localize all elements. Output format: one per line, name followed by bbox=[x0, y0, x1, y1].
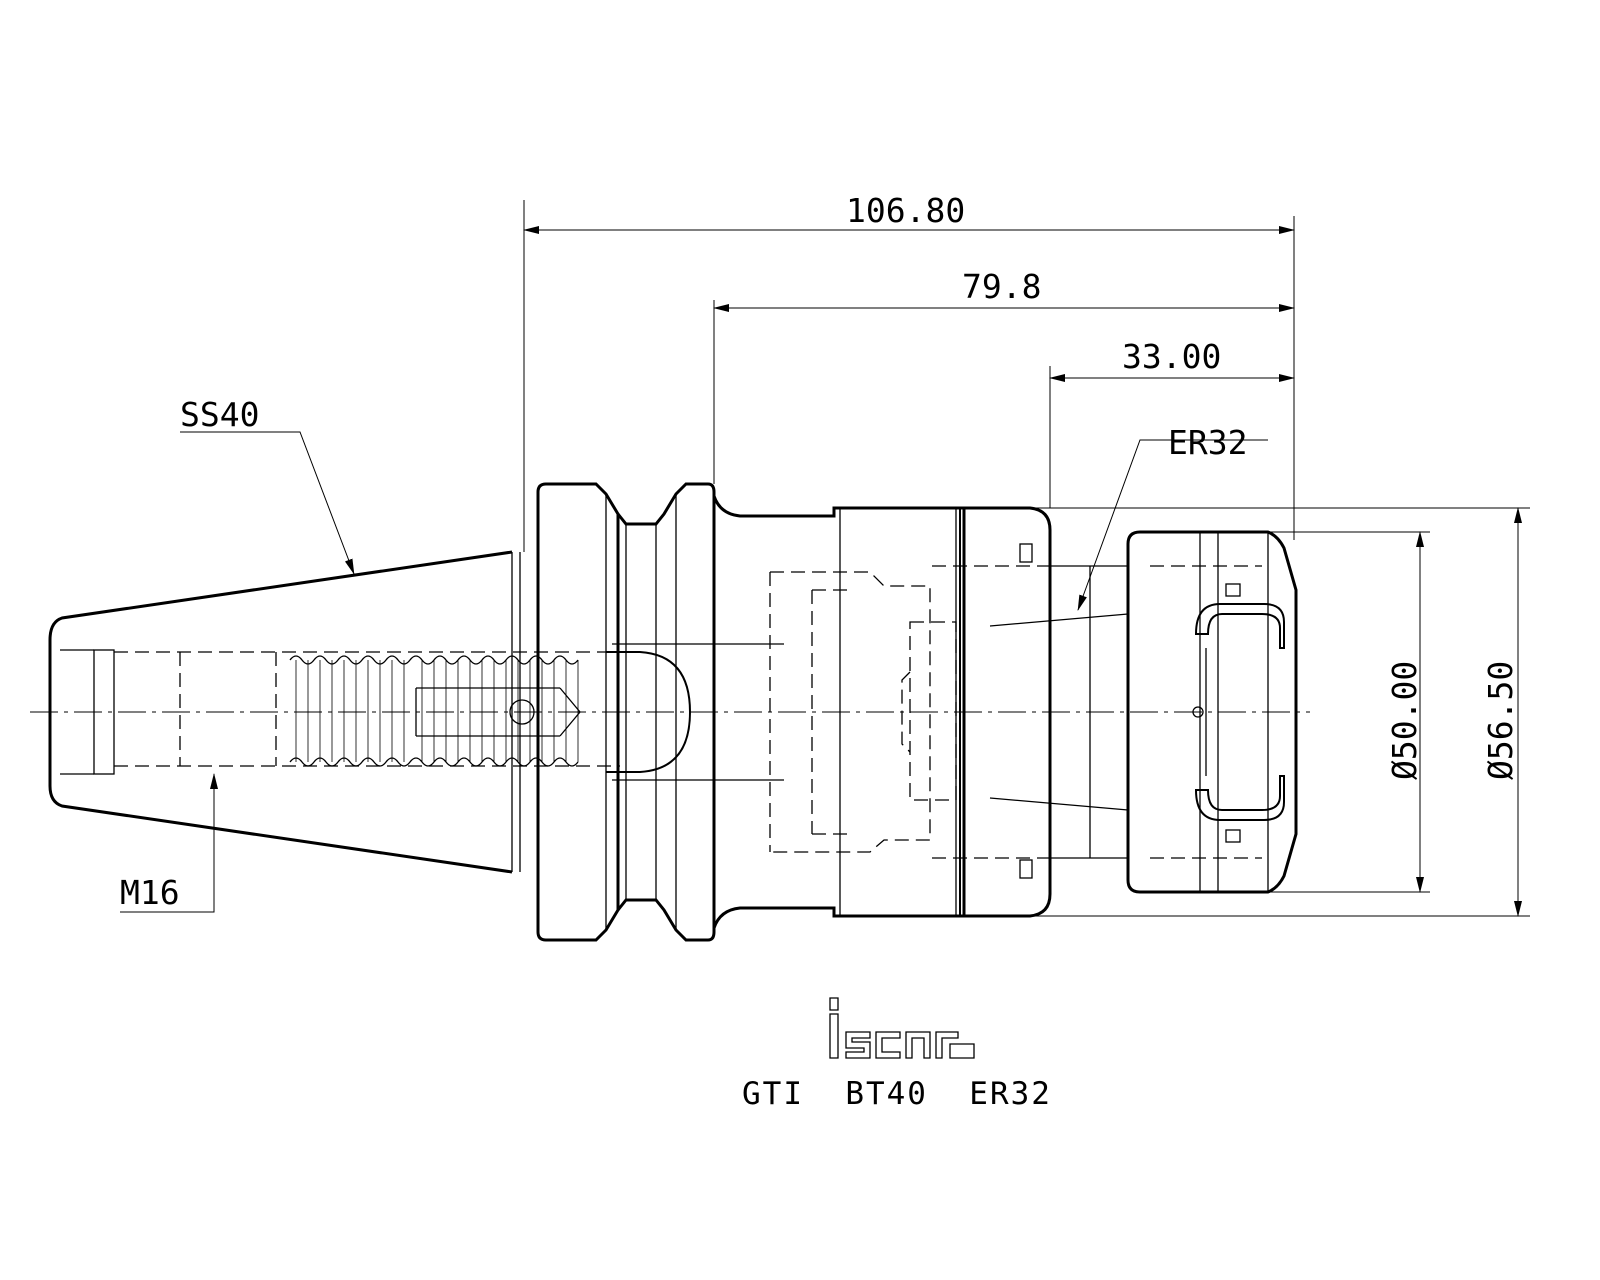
iscar-logo bbox=[829, 997, 975, 1059]
dim-diameter-outer: Ø56.50 bbox=[1481, 661, 1520, 780]
dimension-lines bbox=[120, 200, 1530, 917]
callout-shank: SS40 bbox=[180, 395, 259, 434]
callout-collet: ER32 bbox=[1168, 423, 1247, 462]
holder-body bbox=[612, 495, 966, 929]
callout-thread: M16 bbox=[120, 873, 180, 912]
dim-body-length: 79.8 bbox=[962, 267, 1041, 306]
drawing-caption: GTI BT40 ER32 bbox=[742, 1076, 1052, 1112]
flange bbox=[536, 482, 716, 942]
collet-nut bbox=[932, 506, 1129, 918]
dim-diameter-inner: Ø50.00 bbox=[1385, 661, 1424, 780]
dim-nut-length: 33.00 bbox=[1122, 337, 1221, 376]
taper-shank bbox=[48, 550, 521, 874]
internal-thread bbox=[114, 651, 692, 773]
dim-overall-length: 106.80 bbox=[846, 191, 965, 230]
